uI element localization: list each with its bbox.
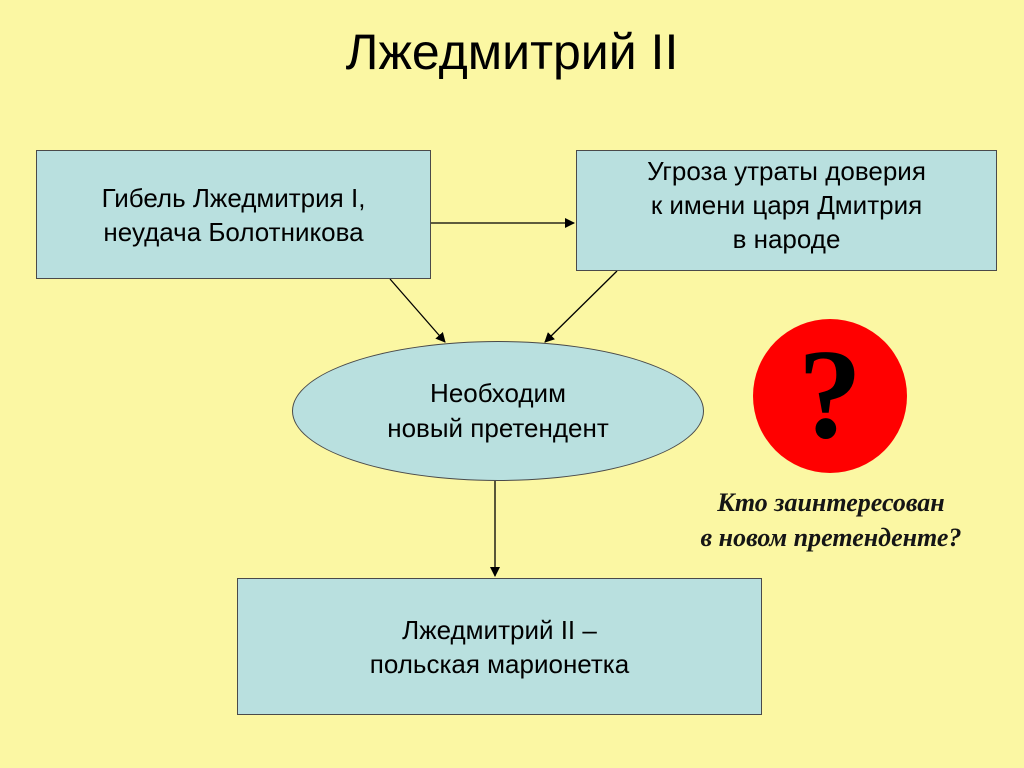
node-cause-line-2: неудача Болотникова [103,216,364,247]
question-caption-line-2: в новом претенденте? [700,523,962,552]
node-threat: Угроза утраты доверия к имени царя Дмитр… [576,150,997,271]
node-need-line-2: новый претендент [387,413,609,443]
node-threat-line-1: Угроза утраты доверия [647,156,926,186]
arrow-threat-to-need [544,270,618,343]
node-cause-line-1: Гибель Лжедмитрия I, [101,182,366,213]
question-badge: ? [753,319,907,473]
node-threat-line-3: в народе [732,224,841,254]
slide-title: Лжедмитрий II [345,24,679,80]
node-result: Лжедмитрий II – польская марионетка [237,578,762,715]
question-caption-line-1: Кто заинтересован [717,488,945,517]
node-result-line-2: польская марионетка [369,648,630,679]
node-threat-line-2: к имени царя Дмитрия [650,190,923,220]
node-cause: Гибель Лжедмитрия I, неудача Болотникова [36,150,431,279]
node-need: Необходим новый претендент [292,341,704,481]
question-mark-icon: ? [798,323,862,465]
node-need-line-1: Необходим [430,378,566,408]
question-caption: Кто заинтересован в новом претенденте? [625,485,1024,555]
arrow-cause-to-need [389,278,446,343]
node-result-line-1: Лжедмитрий II – [402,614,597,645]
